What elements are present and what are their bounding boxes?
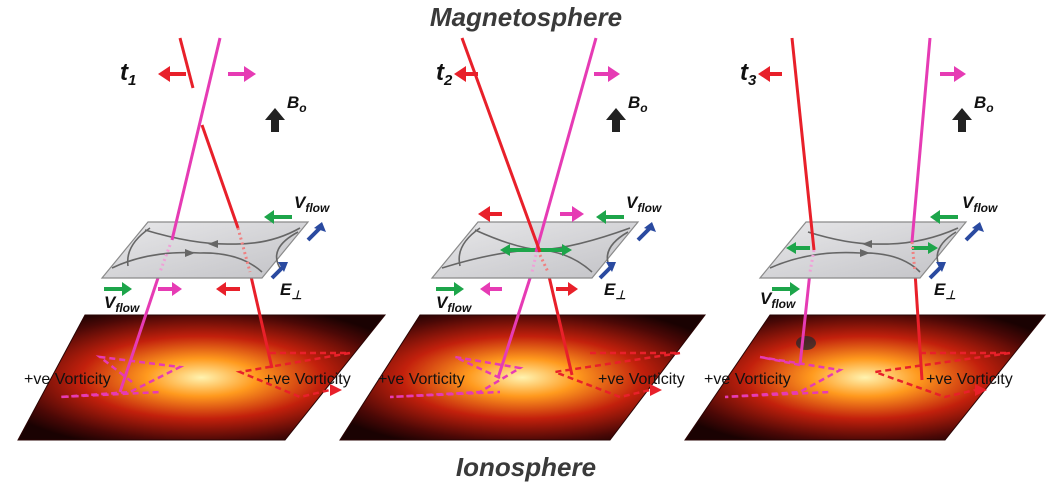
vorticity-label-right-3: +ve Vorticity xyxy=(926,371,1013,388)
vorticity-loop-red-3 xyxy=(874,351,1011,399)
reconnection-plane-1 xyxy=(100,221,310,279)
ionosphere-dark-spot-3 xyxy=(796,336,816,350)
efield-label-3: E⊥ xyxy=(934,280,956,302)
plane-flowline-1c xyxy=(126,227,151,267)
svg-text:Bo: Bo xyxy=(628,93,648,115)
plane-arrowhead-3b xyxy=(860,249,870,257)
field-line-red-upper-1b xyxy=(200,124,240,229)
field-line-red-lower-3 xyxy=(913,271,924,381)
b-field-icon-3: Bo xyxy=(952,93,994,132)
motion-arrow-red-top-3 xyxy=(758,66,782,82)
vflow-label-bottom-1: Vflow xyxy=(104,293,140,315)
svg-text:Bo: Bo xyxy=(974,93,994,115)
field-line-magenta-upper-3 xyxy=(910,37,932,243)
field-line-magenta-upper-2 xyxy=(534,37,598,253)
field-line-red-lower-1 xyxy=(248,271,274,369)
time-label-2: t2 xyxy=(436,59,453,89)
flow-arrow-top-2 xyxy=(596,210,624,224)
vorticity-label-right-2: +ve Vorticity xyxy=(598,371,685,388)
vorticity-loop-red-1 xyxy=(235,351,351,399)
flow-arrow-bottom-3 xyxy=(772,282,800,296)
vorticity-label-left-1: +ve Vorticity xyxy=(24,371,111,388)
ionosphere-sheet-1-edge xyxy=(17,314,387,441)
vorticity-label-right-1: +ve Vorticity xyxy=(264,371,351,388)
flow-arrow-top-3 xyxy=(930,210,958,224)
vorticity-label-left-2: +ve Vorticity xyxy=(378,371,465,388)
motion-arrow-magenta-top-2 xyxy=(594,66,620,82)
vorticity-label-left-3: +ve Vorticity xyxy=(704,371,791,388)
plane-flowline-1d xyxy=(275,231,299,269)
field-line-magenta-lower-3 xyxy=(798,271,812,366)
ionosphere-sheet-2-edge xyxy=(339,314,707,441)
motion-arrow-red-low-1 xyxy=(216,282,240,296)
panel-t2: t2 Bo Vflow E⊥ Vflow +ve Vorticity +ve V… xyxy=(339,37,707,441)
ionosphere-sheet-2 xyxy=(340,315,705,440)
motion-arrow-magenta-mid-2 xyxy=(560,206,584,222)
field-line-red-upper-2 xyxy=(460,37,542,253)
time-label-1: t1 xyxy=(120,59,136,89)
time-label-3: t3 xyxy=(740,59,757,89)
motion-arrow-red-top-2 xyxy=(454,66,478,82)
vorticity-loop-red-2 xyxy=(550,351,681,399)
title-magnetosphere: Magnetosphere xyxy=(429,2,623,32)
svg-text:Bo: Bo xyxy=(287,93,307,115)
plane-flowline-3a xyxy=(807,227,959,245)
plane-flowline-2c xyxy=(458,227,481,267)
title-ionosphere: Ionosphere xyxy=(455,452,597,482)
field-line-magenta-upper-1 xyxy=(170,37,222,241)
vflow-label-bottom-2: Vflow xyxy=(436,293,472,315)
ionosphere-sheet-1 xyxy=(18,315,385,440)
motion-arrow-red-low-2 xyxy=(556,282,578,296)
panel-t1: t1 Bo Vflow E⊥ Vflow +ve Vorticity +ve V… xyxy=(17,37,387,441)
b-field-icon-1: Bo xyxy=(265,93,307,132)
vflow-label-top-2: Vflow xyxy=(626,193,662,215)
field-line-dotted-2b xyxy=(538,254,550,273)
ionosphere-sheet-3-edge xyxy=(684,314,1047,441)
vorticity-arrowhead-2 xyxy=(650,384,662,396)
field-line-dotted-3a xyxy=(808,249,816,273)
field-line-magenta-lower-2 xyxy=(496,271,534,379)
vflow-label-top-3: Vflow xyxy=(962,193,998,215)
vorticity-arrowhead-3 xyxy=(975,384,987,396)
field-line-red-lower-2 xyxy=(546,271,574,376)
vflow-label-bottom-3: Vflow xyxy=(760,289,796,311)
plane-flowline-3b xyxy=(769,251,921,273)
field-line-red-upper-1a xyxy=(178,37,195,89)
plane-arrowhead-1b xyxy=(185,249,195,257)
b-field-icon-2: Bo xyxy=(606,93,648,132)
field-line-dotted-3b xyxy=(910,241,917,273)
field-line-magenta-lower-1 xyxy=(118,271,162,393)
motion-arrow-magenta-top-3 xyxy=(940,66,966,82)
motion-arrow-red-mid-2 xyxy=(478,206,502,222)
plane-arrowhead-3a xyxy=(862,240,872,248)
field-line-red-upper-3 xyxy=(790,37,816,251)
flow-arrow-top-1 xyxy=(264,210,292,224)
efield-label-2: E⊥ xyxy=(604,280,626,302)
ionosphere-sheet-3 xyxy=(685,315,1045,440)
vorticity-loop-magenta-1 xyxy=(59,355,185,399)
vorticity-loop-magenta-3 xyxy=(724,355,844,399)
panel-t3: t3 Bo Vflow E⊥ Vflow +ve Vorticity +ve V… xyxy=(684,37,1047,441)
plane-arrowhead-1a xyxy=(208,240,218,248)
motion-arrow-magenta-low-1 xyxy=(158,282,182,296)
flow-arrow-bottom-2 xyxy=(436,282,464,296)
vorticity-loop-magenta-2 xyxy=(389,355,524,399)
flow-arrow-bottom-1 xyxy=(104,282,132,296)
plane-flowline-1b xyxy=(111,251,263,273)
efield-label-1: E⊥ xyxy=(280,280,302,302)
vorticity-arrowhead-1 xyxy=(330,384,342,396)
motion-arrow-magenta-low-2 xyxy=(480,282,502,296)
motion-arrow-magenta-top-1 xyxy=(228,66,256,82)
motion-arrow-red-top-1 xyxy=(158,66,186,82)
vflow-label-top-1: Vflow xyxy=(294,193,330,215)
